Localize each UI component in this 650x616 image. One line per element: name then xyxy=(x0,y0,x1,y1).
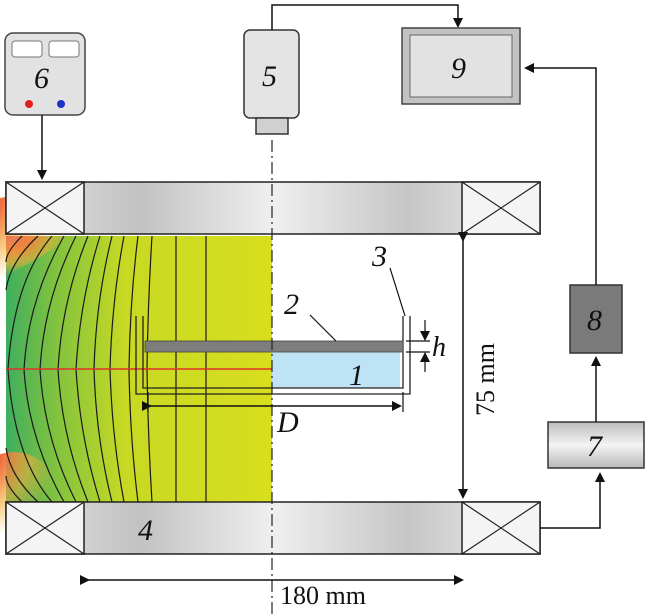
red-dot-icon xyxy=(25,100,33,108)
unit-to-monitor-line xyxy=(524,63,597,285)
label-2: 2 xyxy=(284,288,299,321)
upper-coil xyxy=(5,181,541,235)
label-5: 5 xyxy=(262,60,277,93)
label-7: 7 xyxy=(587,430,604,463)
label-3: 3 xyxy=(371,240,387,273)
leader-2 xyxy=(309,314,337,342)
d-dimension xyxy=(142,392,404,412)
leader-3 xyxy=(389,267,406,317)
label-9: 9 xyxy=(451,52,466,85)
width-dimension-label: 180 mm xyxy=(280,581,366,610)
liquid-layer xyxy=(272,352,400,388)
plate xyxy=(144,340,404,353)
label-6: 6 xyxy=(34,62,49,95)
label-d: D xyxy=(276,406,299,439)
processing-unit-box xyxy=(569,284,623,354)
coil-to-sensor-line xyxy=(540,472,605,529)
camera xyxy=(243,29,300,135)
camera-to-monitor-line xyxy=(271,4,463,30)
power-supply xyxy=(4,32,86,116)
label-8: 8 xyxy=(587,304,602,337)
lower-coil xyxy=(5,501,541,555)
h-dimension xyxy=(406,320,430,372)
monitor xyxy=(401,27,521,105)
label-1: 1 xyxy=(349,359,364,392)
blue-dot-icon xyxy=(57,100,65,108)
label-h: h xyxy=(432,332,446,363)
height-dimension-label: 75 mm xyxy=(471,343,500,416)
label-4: 4 xyxy=(138,514,153,547)
